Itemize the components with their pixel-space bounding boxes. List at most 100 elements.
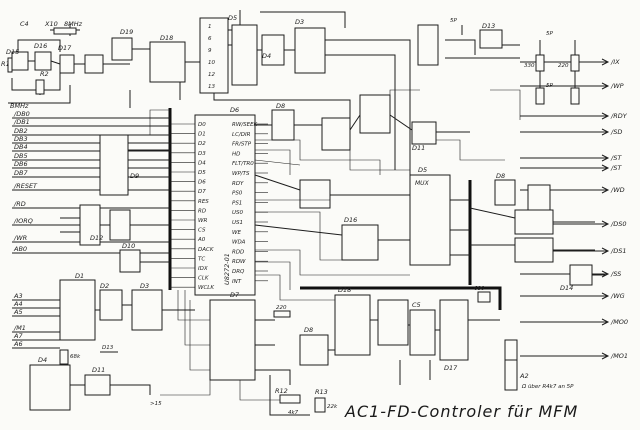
- svg-text:D13: D13: [102, 345, 114, 351]
- address-signal-label: A3: [13, 292, 23, 300]
- schematic-title: AC1-FD-Controler für MFM: [344, 402, 578, 421]
- svg-text:D3: D3: [295, 18, 304, 26]
- oscillator-section: C4 X10 8MHz D15 D16 D17 R2 R1 BMHz: [1, 20, 130, 110]
- svg-text:R2: R2: [40, 70, 49, 78]
- svg-text:D8: D8: [276, 102, 285, 110]
- svg-text:D18: D18: [338, 286, 351, 294]
- fdc-left-pins: D0D1D2D3D4D5D6D7RESRDWRCSA0DACKTCIDXCLKW…: [170, 122, 214, 291]
- output-arrow: [601, 318, 610, 326]
- output-signal-label: /MO1: [610, 352, 628, 360]
- svg-text:5P: 5P: [450, 18, 457, 24]
- output-signal-label: /RDY: [610, 112, 628, 120]
- r680-label: 680: [474, 286, 485, 292]
- chip-d18b: [334, 294, 371, 356]
- svg-text:D10: D10: [122, 242, 135, 250]
- svg-text:R1: R1: [1, 60, 10, 68]
- r22k-label: 22k: [327, 404, 338, 410]
- output-arrow: [601, 82, 610, 90]
- svg-text:D7: D7: [230, 291, 240, 299]
- output-arrow: [601, 164, 610, 172]
- svg-text:D16: D16: [344, 216, 357, 224]
- fdc-pin-label: D6: [198, 180, 206, 186]
- chip-d3b: [131, 289, 163, 331]
- fdc-pin-label: RDW: [232, 259, 246, 265]
- middle-flipflops: D8 D11 D16 D5 MUX: [254, 94, 470, 266]
- r220b-label: 220: [276, 305, 287, 311]
- chip-d26: [417, 24, 439, 66]
- address-signal-label: A5: [13, 308, 23, 316]
- output-signal-label: /WG: [610, 292, 625, 300]
- svg-text:D12: D12: [90, 234, 103, 242]
- input-signal-label: DB3: [14, 135, 28, 143]
- input-signal-label: /WR: [13, 234, 27, 242]
- chip-d8: [271, 109, 295, 141]
- svg-text:12: 12: [208, 72, 215, 78]
- output-arrow: [601, 352, 610, 360]
- output-signal-label: /ST: [610, 164, 622, 172]
- output-signal-label: /DS1: [610, 247, 626, 255]
- address-signal-label: A4: [13, 300, 23, 308]
- output-arrow: [601, 112, 610, 120]
- fdc-pin-label: TC: [198, 256, 205, 262]
- fdc-pin-label: WR: [198, 218, 207, 224]
- relay-a2: [504, 359, 518, 391]
- chip-d14: [109, 209, 131, 241]
- svg-text:D18: D18: [160, 34, 173, 42]
- chip-d11c: [411, 121, 437, 145]
- chip-d22: [199, 17, 229, 94]
- output-signal-label: /WP: [610, 82, 624, 90]
- svg-text:D8: D8: [496, 172, 505, 180]
- fdc-pin-label: FR/STP: [232, 142, 252, 148]
- chip-d7: [209, 299, 256, 381]
- address-signal-label: /M1: [13, 324, 26, 332]
- svg-text:D14: D14: [560, 284, 573, 292]
- bottom-area: R12 R13 22k 4k7: [269, 360, 431, 416]
- svg-text:D15: D15: [6, 48, 19, 56]
- input-signal-label: DB2: [14, 127, 28, 135]
- d15-label: >15: [150, 401, 162, 407]
- fdc-pin-label: D1: [198, 132, 206, 138]
- output-arrow: [601, 247, 610, 255]
- svg-text:D8: D8: [304, 326, 313, 334]
- resistor-330a: [535, 54, 545, 72]
- drive-select-logic: D8 D14: [469, 172, 605, 292]
- fdc-pin-label: D2: [198, 141, 206, 147]
- output-signal-label: /SS: [610, 270, 621, 278]
- interconnect-wires: [128, 89, 521, 401]
- fdc-pin-label: WDA: [232, 240, 246, 246]
- address-signal-label: A6: [13, 340, 23, 348]
- resistor-220b: [570, 87, 580, 105]
- output-signal-label: /DS0: [610, 220, 626, 228]
- chip-fdc-d6: [194, 114, 256, 296]
- fdc-pin-label: CS: [198, 228, 206, 234]
- fdc-part: U8272-01: [223, 253, 231, 285]
- output-arrow: [601, 128, 610, 136]
- output-arrow: [601, 292, 610, 300]
- chip-c5: [409, 309, 436, 356]
- fdc-pin-label: RES: [198, 199, 209, 205]
- chip-d8b: [494, 179, 516, 206]
- chip-d14b: [569, 264, 593, 286]
- fdc-pin-label: RDY: [232, 181, 244, 187]
- svg-text:C4: C4: [20, 20, 29, 28]
- switch-note: Ω über R4k7 an 5P: [521, 384, 574, 390]
- osc-in-label: BMHz: [10, 102, 29, 110]
- fdc-pin-label: FLT/TR0: [232, 161, 254, 167]
- fdc-pin-label: IDX: [198, 266, 208, 272]
- fdc-pin-label: D5: [198, 170, 206, 176]
- chip-d23: [231, 24, 258, 86]
- input-signal-label: /RD: [13, 200, 26, 208]
- chip-d7b: [514, 209, 554, 235]
- input-signal-label: /DB1: [13, 118, 30, 126]
- fdc-pin-label: HD: [232, 151, 240, 157]
- chip-d9: [99, 134, 129, 196]
- r330-label: 330: [524, 63, 535, 69]
- top-right-connector: D13 5P 330 220 5P 5P: [417, 18, 580, 105]
- fdc-pin-label: D4: [198, 160, 206, 166]
- quartz-x10: [53, 27, 77, 35]
- output-signal-label: /IX: [610, 58, 620, 66]
- svg-text:6: 6: [208, 36, 212, 42]
- r4k7-label: 4k7: [288, 410, 299, 416]
- fdc-u8272: D6 U8272-01 D0D1D2D3D4D5D6D7RESRDWRCSA0D…: [170, 106, 268, 296]
